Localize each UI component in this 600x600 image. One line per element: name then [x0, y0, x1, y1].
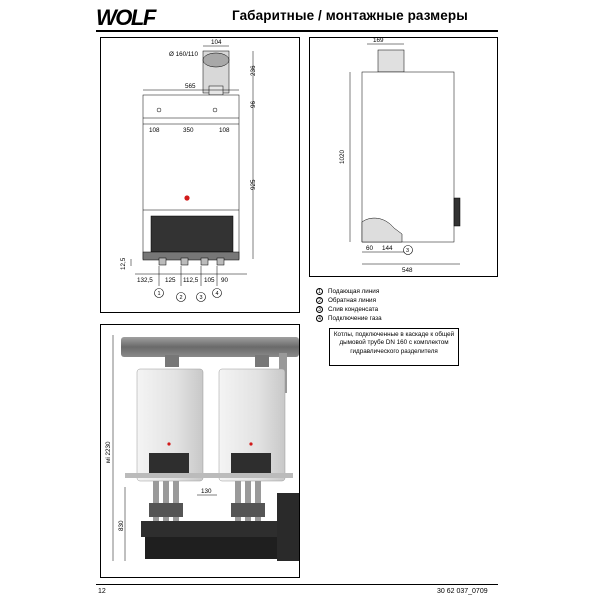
- dim-mid-conn: 350: [183, 127, 194, 134]
- dim-right-conn: 108: [219, 127, 230, 134]
- connection-number-3: 3: [199, 295, 202, 301]
- photo-dim-total-height: мі 2230: [104, 441, 112, 463]
- side-view-panel: 169 1020 60 144 548 3: [309, 37, 498, 277]
- side-dim-flue-offset: 169: [373, 38, 384, 44]
- cascade-note: Котлы, подключенные в каскаде к общей ды…: [329, 328, 459, 366]
- dim-top-offset: 96: [250, 100, 257, 108]
- wolf-logo: WOLF: [96, 6, 158, 28]
- legend-number: 1: [316, 288, 323, 295]
- side-dim-depth: 548: [402, 267, 413, 274]
- connection-number-1: 1: [157, 291, 160, 297]
- dim-height: 925: [250, 179, 257, 190]
- footer-rule: [96, 584, 498, 585]
- dim-bottom-offset: 12,5: [120, 257, 127, 270]
- page-title: Габаритные / монтажные размеры: [232, 8, 468, 23]
- status-indicator: [184, 195, 190, 201]
- side-dim-conn-offset: 60: [366, 245, 374, 252]
- legend-number: 4: [316, 315, 323, 322]
- legend-item: 4 Подключение газа: [316, 314, 382, 323]
- dim-bottom-spacing-1: 132,5: [137, 277, 153, 284]
- side-dim-height: 1020: [339, 149, 346, 164]
- connection-number-2: 2: [179, 295, 182, 301]
- connections-legend: 1 Подающая линия 2 Обратная линия 3 Слив ко…: [316, 287, 382, 323]
- legend-number: 3: [316, 306, 323, 313]
- legend-label: Обратная линия: [328, 297, 376, 304]
- front-view-panel: Ø 160/110 104 565 236 96 108 350 108 925…: [100, 37, 300, 313]
- dim-bottom-spacing-2: 125: [165, 277, 176, 284]
- front-view-drawing: Ø 160/110 104 565 236 96 108 350 108 925…: [120, 39, 257, 302]
- cascade-photo-panel: мі 2230 130 830: [100, 324, 300, 578]
- dim-flue-height: 236: [250, 65, 257, 76]
- legend-label: Слив конденсата: [328, 306, 379, 313]
- legend-item: 3 Слив конденсата: [316, 305, 382, 314]
- dim-flue-width: 104: [211, 39, 222, 46]
- side-callout-number: 3: [406, 248, 409, 254]
- dim-width: 565: [185, 83, 196, 90]
- legend-number: 2: [316, 297, 323, 304]
- page-number: 12: [98, 588, 106, 595]
- flue-diameter-label: Ø 160/110: [169, 51, 198, 58]
- document-number: 30 62 037_0709: [437, 588, 488, 595]
- dim-bottom-spacing-3: 112,5: [183, 277, 199, 284]
- dim-bottom-spacing-5: 90: [221, 277, 229, 284]
- legend-label: Подающая линия: [328, 288, 380, 295]
- dim-bottom-spacing-4: 105: [204, 277, 215, 284]
- cascade-photo: мі 2230 130 830: [104, 335, 299, 561]
- side-view-drawing: 169 1020 60 144 548 3: [339, 38, 461, 274]
- photo-dim-spacing: 130: [201, 488, 212, 495]
- legend-label: Подключение газа: [328, 315, 382, 322]
- connection-number-4: 4: [215, 291, 218, 297]
- legend-item: 1 Подающая линия: [316, 287, 382, 296]
- legend-item: 2 Обратная линия: [316, 296, 382, 305]
- side-dim-conn-spacing: 144: [382, 245, 393, 252]
- dim-left-conn: 108: [149, 127, 160, 134]
- brand-logo-text: WOLF: [96, 6, 157, 28]
- photo-dim-lower-height: 830: [118, 520, 125, 531]
- header-rule: [96, 30, 498, 32]
